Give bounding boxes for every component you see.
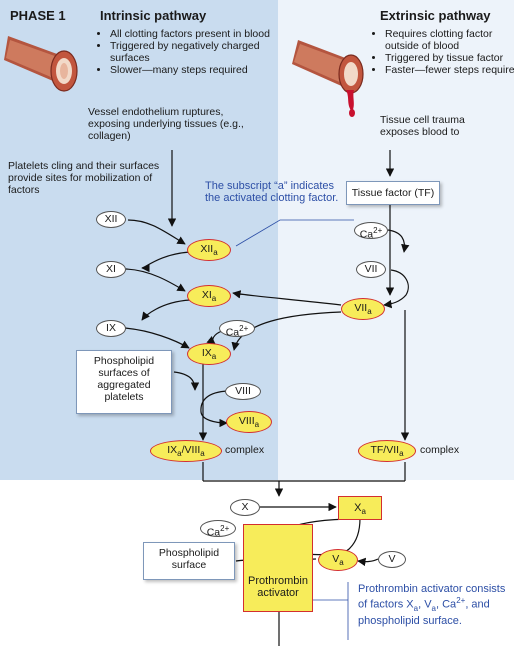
factor-va: Va xyxy=(318,549,358,571)
intrinsic-bullet-1: All clotting factors present in blood xyxy=(110,28,280,40)
factor-xia: XIa xyxy=(187,285,231,307)
extrinsic-bullet-3: Faster—fewer steps required xyxy=(385,64,514,76)
phase-label: PHASE 1 xyxy=(10,8,66,23)
platelet-text: Platelets cling and their surfaces provi… xyxy=(8,160,160,196)
prothrombin-note: Prothrombin activator consists of factor… xyxy=(358,583,506,627)
factor-xii: XII xyxy=(96,211,126,228)
subscript-note: The subscript “a” indicates the activate… xyxy=(205,180,339,204)
factor-xa: Xa xyxy=(338,496,382,520)
calcium-ion-mid: Ca2+ xyxy=(219,320,255,339)
factor-ixa: IXa xyxy=(187,343,231,365)
blood-vessel-icon-intrinsic xyxy=(4,36,78,92)
factor-vii: VII xyxy=(356,261,386,278)
phospholipid-surface-box: Phospholipid surface xyxy=(143,542,235,580)
blood-vessel-icon-extrinsic xyxy=(292,40,364,117)
extrinsic-bullet-1: Requires clotting factor outside of bloo… xyxy=(385,28,514,52)
intrinsic-bullets: All clotting factors present in blood Tr… xyxy=(100,28,280,76)
factor-viia: VIIa xyxy=(341,298,385,320)
factor-viii: VIII xyxy=(225,383,261,400)
prothrombin-activator-box: Prothrombin activator xyxy=(243,524,313,612)
intrinsic-bullet-3: Slower—many steps required xyxy=(110,64,280,76)
extrinsic-heading: Extrinsic pathway xyxy=(380,8,491,23)
calcium-ion-top: Ca2+ xyxy=(354,222,388,241)
ix-viii-complex: IXa/VIIIa xyxy=(150,440,222,462)
vessel-text: Vessel endothelium ruptures, exposing un… xyxy=(88,106,244,142)
extrinsic-bullet-2: Triggered by tissue factor xyxy=(385,52,514,64)
factor-v: V xyxy=(378,551,406,568)
extrinsic-panel xyxy=(278,0,514,480)
factor-ix: IX xyxy=(96,320,126,337)
intrinsic-bullet-2: Triggered by negatively charged surfaces xyxy=(110,40,280,64)
phospholipid-platelets-box: Phospholipid surfaces of aggregated plat… xyxy=(76,350,172,414)
intrinsic-heading: Intrinsic pathway xyxy=(100,8,207,23)
factor-xi: XI xyxy=(96,261,126,278)
complex-label-extrinsic: complex xyxy=(420,444,460,456)
tf-vii-complex: TF/VIIa xyxy=(358,440,416,462)
factor-viiia: VIIIa xyxy=(226,411,272,433)
complex-label-intrinsic: complex xyxy=(225,444,265,456)
factor-xiia: XIIa xyxy=(187,239,231,261)
extrinsic-bullets: Requires clotting factor outside of bloo… xyxy=(375,28,514,76)
trauma-text: Tissue cell trauma exposes blood to xyxy=(380,114,465,138)
calcium-ion-bottom: Ca2+ xyxy=(200,520,236,539)
tissue-factor-box: Tissue factor (TF) xyxy=(346,181,440,205)
factor-x: X xyxy=(230,499,260,516)
